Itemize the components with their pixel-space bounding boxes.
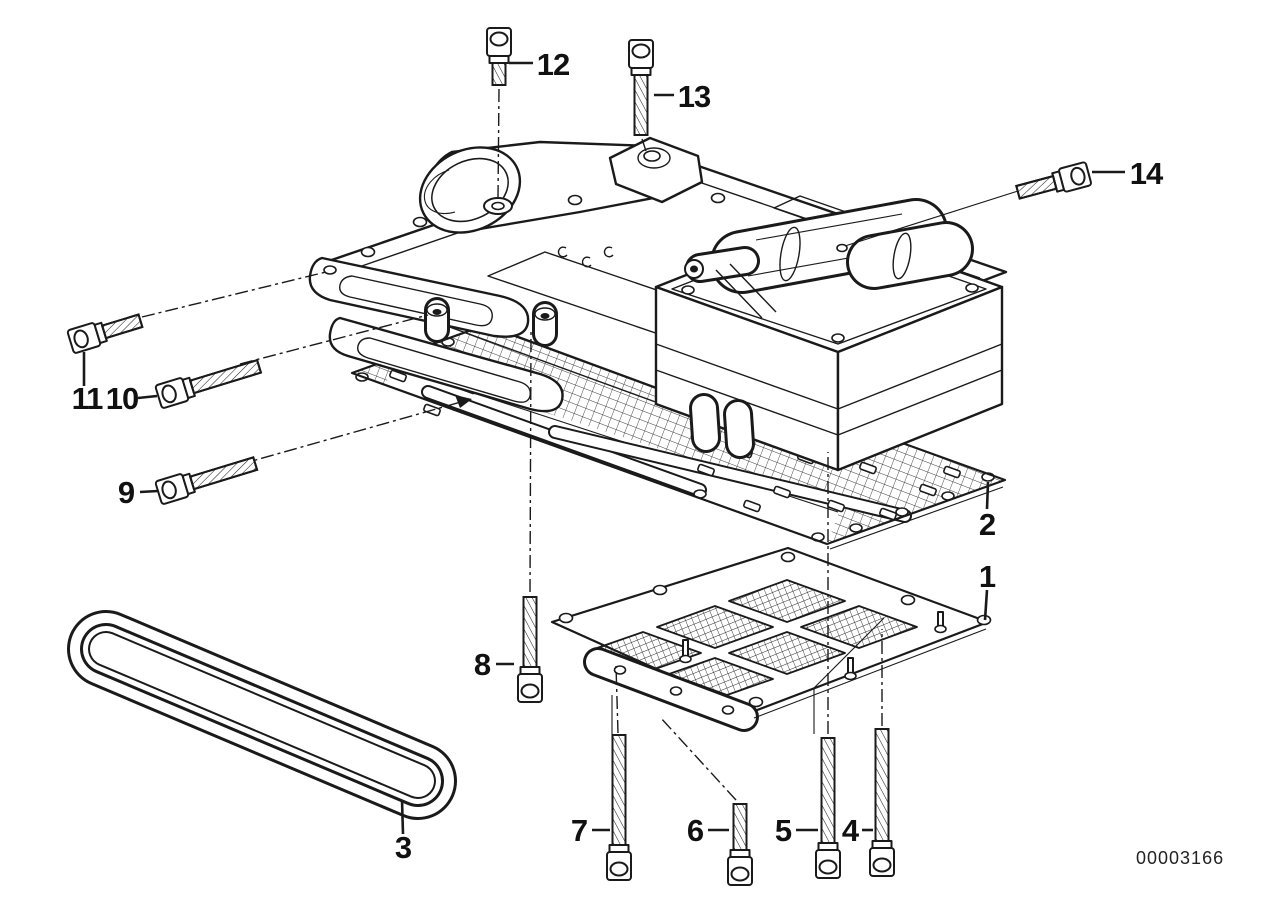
part-bolt-9: [154, 456, 259, 505]
callout-1: 1: [979, 559, 997, 621]
callout-6: 6: [687, 813, 729, 848]
callout-3: 3: [395, 799, 413, 865]
washer-bolt-12: [483, 197, 513, 215]
callout-2-label[interactable]: 2: [979, 507, 996, 542]
part-bolt-4: [869, 728, 895, 877]
valve-body-feet: [689, 393, 755, 459]
callouts: 1 2 3 4 5 6 7 8: [72, 47, 1165, 865]
callout-5-label[interactable]: 5: [775, 813, 793, 848]
part-gasket-3: [67, 610, 457, 820]
callout-6-label[interactable]: 6: [687, 813, 705, 848]
callout-5: 5: [775, 813, 818, 848]
part-bolt-12: [486, 27, 512, 86]
callout-4: 4: [842, 813, 873, 848]
plate-1-flange: [583, 647, 759, 732]
part-bolt-6: [727, 803, 753, 886]
part-bolt-10: [154, 358, 263, 409]
callout-14-label[interactable]: 14: [1130, 156, 1165, 191]
callout-13-label[interactable]: 13: [678, 79, 712, 114]
projection-lines: [141, 88, 1019, 801]
callout-10: 10: [106, 381, 158, 416]
callout-3-label[interactable]: 3: [395, 830, 413, 865]
part-separator-plate-1: [550, 546, 992, 732]
callout-12: 12: [509, 47, 570, 82]
part-valve-body: [308, 136, 1008, 472]
callout-8: 8: [474, 647, 514, 682]
part-bolt-13: [628, 39, 654, 136]
part-bolt-8: [517, 596, 543, 703]
valve-body-solenoid-block: [654, 198, 1004, 472]
valve-body-left-brackets: [308, 256, 564, 413]
plate-1-holes: [558, 551, 992, 708]
callout-2: 2: [979, 481, 996, 542]
callout-9-label[interactable]: 9: [118, 475, 136, 510]
callout-8-label[interactable]: 8: [474, 647, 492, 682]
plate-1-guide-studs: [679, 611, 947, 681]
drawing-number: 00003166: [1136, 848, 1224, 868]
part-bolt-11: [66, 313, 144, 354]
callout-7-label[interactable]: 7: [571, 813, 588, 848]
part-bolt-7: [606, 734, 632, 881]
callout-11: 11: [72, 352, 104, 416]
fasteners: [66, 27, 1092, 886]
callout-14: 14: [1092, 156, 1165, 191]
callout-4-label[interactable]: 4: [842, 813, 861, 848]
callout-12-label[interactable]: 12: [537, 47, 570, 82]
callout-11-label[interactable]: 11: [72, 381, 105, 416]
callout-1-label[interactable]: 1: [979, 559, 997, 594]
part-bolt-5: [815, 737, 841, 879]
callout-13: 13: [654, 79, 712, 114]
callout-9: 9: [118, 475, 159, 510]
part-bolt-14: [1015, 161, 1092, 200]
callout-10-label[interactable]: 10: [106, 381, 139, 416]
callout-7: 7: [571, 813, 610, 848]
